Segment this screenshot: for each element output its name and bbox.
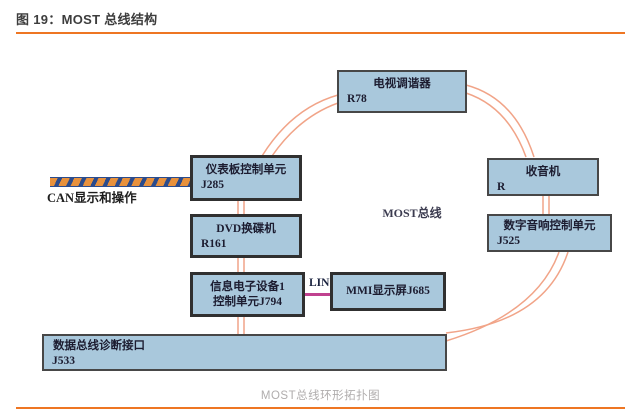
bottom-divider-rule [16,407,625,409]
node-data-bus-diagnostic-interface: 数据总线诊断接口 J533 [42,334,447,371]
node-tv-tuner-name: 电视调谐器 [373,78,431,90]
node-digital-audio-code: J525 [497,235,520,247]
can-bus-striped-line [50,177,190,187]
node-instrument-panel-code: J285 [201,179,224,191]
lin-bus-line [303,293,332,296]
node-diag-interface-code: J533 [52,355,75,367]
node-infotainment-name: 信息电子设备1 [210,281,285,293]
node-dvd-changer: DVD换碟机 R161 [190,214,302,258]
node-digital-audio-name: 数字音响控制单元 [503,220,596,232]
can-bus-label: CAN显示和操作 [47,191,137,205]
most-bus-center-label: MOST总线 [382,206,442,220]
node-radio-code: R [497,181,506,193]
node-mmi-display-name: MMI显示屏J685 [346,285,430,297]
node-infotainment-code: 控制单元J794 [213,296,282,308]
node-mmi-display: MMI显示屏J685 [330,272,446,311]
figure-caption: MOST总线环形拓扑图 [260,390,381,402]
lin-bus-label: LIN [309,277,330,289]
node-radio-name: 收音机 [525,166,561,178]
node-tv-tuner: 电视调谐器 R78 [337,70,467,113]
figure-title: 图 19：MOST 总线结构 [16,12,158,27]
node-instrument-panel-control-unit: 仪表板控制单元 J285 [190,155,302,201]
node-digital-audio-control-unit: 数字音响控制单元 J525 [487,214,612,252]
node-diag-interface-name: 数据总线诊断接口 [53,340,145,352]
node-dvd-changer-code: R161 [201,238,227,250]
top-divider-rule [16,32,625,34]
node-tv-tuner-code: R78 [347,93,367,105]
node-dvd-changer-name: DVD换碟机 [216,223,276,235]
node-instrument-panel-name: 仪表板控制单元 [205,164,287,176]
node-infotainment-control-unit: 信息电子设备1 控制单元J794 [190,272,305,317]
node-radio: 收音机 R [487,158,599,196]
